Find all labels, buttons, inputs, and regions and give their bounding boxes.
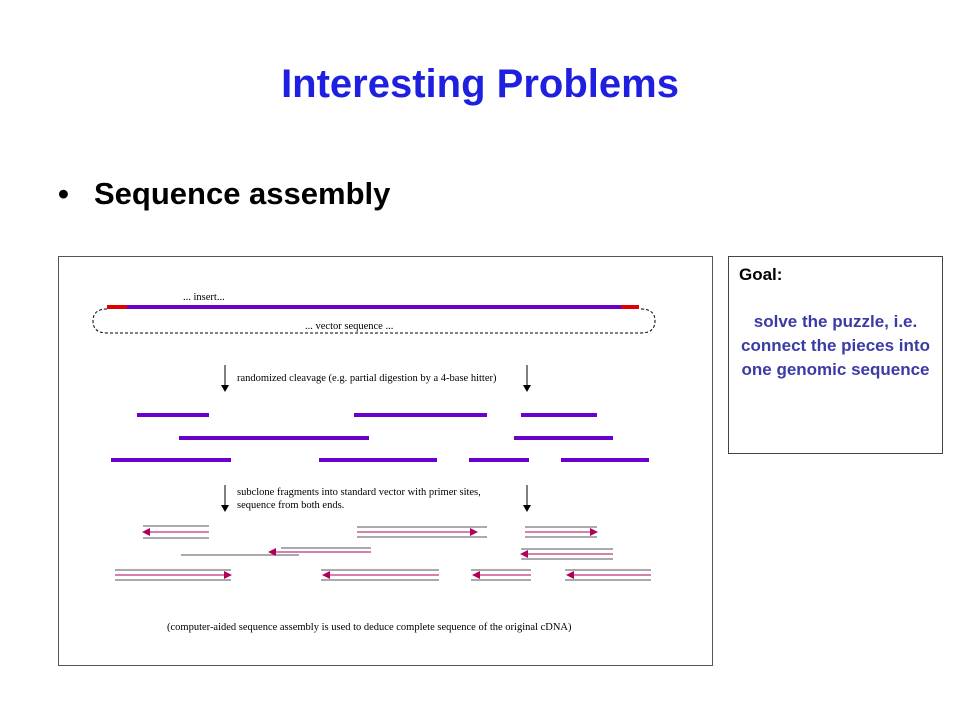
sequence-assembly-figure: ... insert... ... vector sequence ... ra… xyxy=(58,256,713,666)
subclone-arrowhead-left xyxy=(221,505,229,512)
step2-label-line1: subclone fragments into standard vector … xyxy=(237,487,481,498)
sequence-reads xyxy=(115,525,651,581)
step2-label-line2: sequence from both ends. xyxy=(237,500,344,511)
assembly-diagram: ... insert... ... vector sequence ... ra… xyxy=(92,292,656,633)
vector-loop xyxy=(92,308,656,334)
goal-label: Goal: xyxy=(739,265,783,284)
cleavage-arrowhead-left xyxy=(221,385,229,392)
bullet-item: • Sequence assembly xyxy=(58,176,390,212)
bullet-text: Sequence assembly xyxy=(94,176,391,211)
fragments xyxy=(111,413,649,462)
figure-caption: (computer-aided sequence assembly is use… xyxy=(167,622,572,633)
vector-label: ... vector sequence ... xyxy=(305,321,393,332)
slide-title: Interesting Problems xyxy=(281,62,679,106)
bullet-dot: • xyxy=(58,176,69,211)
cleavage-arrowhead-right xyxy=(523,385,531,392)
subclone-arrowhead-right xyxy=(523,505,531,512)
goal-box: Goal: solve the puzzle, i.e. connect the… xyxy=(728,256,943,454)
goal-text: solve the puzzle, i.e. connect the piece… xyxy=(741,312,930,379)
insert-label: ... insert... xyxy=(183,292,225,303)
step1-label: randomized cleavage (e.g. partial digest… xyxy=(237,373,497,384)
